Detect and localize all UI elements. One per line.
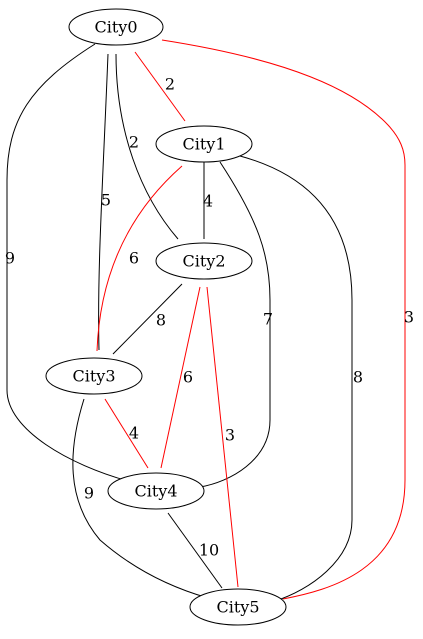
edge-line bbox=[96, 165, 183, 352]
edge-city1-city2: 4 bbox=[203, 162, 213, 239]
edge-city1-city3: 6 bbox=[96, 165, 183, 352]
edge-city0-city3: 5 bbox=[98, 53, 111, 351]
node-shape bbox=[189, 588, 287, 626]
edge-city1-city4: 7 bbox=[199, 161, 273, 488]
edge-weight-label: 7 bbox=[263, 310, 273, 329]
edge-city1-city5: 8 bbox=[239, 155, 363, 602]
edge-line bbox=[98, 53, 109, 351]
edge-weight-label: 9 bbox=[5, 249, 15, 268]
edge-weight-label: 6 bbox=[129, 249, 139, 268]
node-shape bbox=[68, 8, 164, 46]
edges: 2 2 5 9 3 4 6 7 8 8 6 3 4 9 10 bbox=[5, 39, 414, 602]
node-shape bbox=[155, 125, 253, 163]
node-city2: City2 bbox=[155, 242, 253, 280]
edge-line bbox=[104, 398, 149, 469]
node-city4: City4 bbox=[107, 472, 205, 510]
edge-city3-city4: 4 bbox=[104, 398, 149, 469]
node-label: City4 bbox=[134, 482, 177, 501]
node-shape bbox=[107, 472, 205, 510]
edge-weight-label: 3 bbox=[225, 426, 235, 445]
edge-line bbox=[199, 161, 271, 488]
edge-weight-label: 2 bbox=[165, 75, 175, 94]
node-city5: City5 bbox=[189, 588, 287, 626]
edge-city2-city3: 8 bbox=[112, 283, 183, 355]
edge-weight-label: 4 bbox=[203, 192, 213, 211]
node-label: City1 bbox=[182, 135, 225, 154]
edge-line bbox=[72, 398, 209, 599]
edge-city0-city5: 3 bbox=[161, 39, 414, 600]
edge-line bbox=[206, 286, 239, 588]
node-city0: City0 bbox=[68, 8, 164, 46]
edge-line bbox=[134, 51, 186, 122]
node-shape bbox=[45, 357, 143, 395]
edge-line bbox=[167, 512, 223, 589]
edge-city2-city5: 3 bbox=[206, 286, 239, 588]
edge-weight-label: 3 bbox=[404, 308, 414, 327]
edge-city2-city4: 6 bbox=[160, 286, 201, 469]
node-city3: City3 bbox=[45, 357, 143, 395]
node-shape bbox=[155, 242, 253, 280]
edge-weight-label: 8 bbox=[353, 368, 363, 387]
edge-city0-city2: 2 bbox=[115, 53, 179, 240]
edge-weight-label: 8 bbox=[156, 311, 166, 330]
edge-city0-city1: 2 bbox=[134, 51, 186, 122]
edge-weight-label: 9 bbox=[84, 484, 94, 503]
edge-line bbox=[112, 283, 183, 355]
node-label: City5 bbox=[216, 598, 259, 617]
node-label: City0 bbox=[94, 18, 137, 37]
edge-line bbox=[161, 39, 406, 600]
edge-line bbox=[6, 43, 129, 482]
edge-weight-label: 5 bbox=[101, 191, 111, 210]
node-label: City3 bbox=[72, 367, 115, 386]
edge-line bbox=[239, 155, 353, 602]
edge-weight-label: 6 bbox=[183, 368, 193, 387]
edge-line bbox=[115, 53, 179, 240]
edge-weight-label: 2 bbox=[129, 133, 139, 152]
node-city1: City1 bbox=[155, 125, 253, 163]
node-label: City2 bbox=[182, 252, 225, 271]
edge-city3-city5: 9 bbox=[72, 398, 209, 599]
edge-city0-city4: 9 bbox=[5, 43, 129, 482]
edge-weight-label: 4 bbox=[129, 424, 139, 443]
edge-weight-label: 10 bbox=[199, 541, 219, 560]
edge-city4-city5: 10 bbox=[167, 512, 223, 589]
edge-line bbox=[160, 286, 201, 469]
